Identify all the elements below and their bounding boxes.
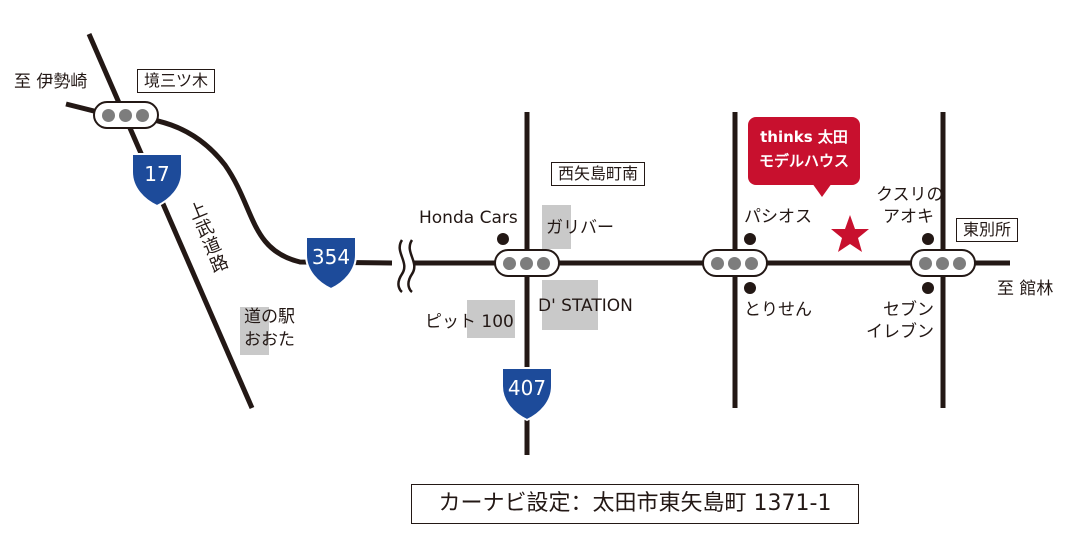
traffic-signal-icon xyxy=(702,249,768,277)
route-407-shield-icon: 407 xyxy=(498,364,556,422)
intersection-nishiyajima-cho-minami: 西矢島町南 xyxy=(551,162,646,186)
michinoeki-ota-block xyxy=(240,307,269,355)
pasio-label: パシオス xyxy=(744,207,812,227)
gulliver-label: ガリバー xyxy=(546,218,614,238)
destination-star-icon xyxy=(831,215,869,252)
landmark-dot xyxy=(744,282,756,294)
seven-label: セブン xyxy=(883,300,934,320)
direction-tatebayashi: 至 館林 xyxy=(997,279,1054,299)
callout-pointer xyxy=(812,183,832,197)
route-354-shield-icon: 354 xyxy=(302,233,360,291)
traffic-signal-icon xyxy=(910,249,976,277)
aoki-label: アオキ xyxy=(883,207,934,227)
d-station-label: D' STATION xyxy=(538,296,633,316)
road-break-mark xyxy=(397,239,416,293)
landmark-dot xyxy=(744,233,756,245)
traffic-signal-icon xyxy=(93,101,159,129)
route-17-road xyxy=(86,33,255,409)
pit100-label: ピット 100 xyxy=(425,312,514,332)
route-17-number: 17 xyxy=(144,162,170,186)
d-station-block xyxy=(542,280,598,330)
route-17-shield-icon: 17 xyxy=(128,150,186,208)
michinoeki-label: 道の駅 xyxy=(244,307,295,327)
intersection-higashi-bessho: 東別所 xyxy=(956,218,1019,242)
car-navigation-setting: カーナビ設定：太田市東矢島町 1371-1 xyxy=(411,484,859,524)
kusuri-label: クスリの xyxy=(876,185,944,205)
landmark-dot xyxy=(922,282,934,294)
landmark-dot xyxy=(497,233,509,245)
direction-isesaki: 至 伊勢崎 xyxy=(14,72,88,92)
route-407-number: 407 xyxy=(507,376,547,400)
pit100-block xyxy=(467,300,515,338)
traffic-signal-icon xyxy=(494,249,560,277)
gulliver-block xyxy=(542,205,571,249)
destination-name-line1: thinks 太田 xyxy=(760,128,848,146)
intersection-sakai-mitsuki: 境三ツ木 xyxy=(137,69,216,93)
honda-cars-label: Honda Cars xyxy=(419,208,518,228)
route-354-number: 354 xyxy=(311,245,351,269)
landmark-dot xyxy=(922,233,934,245)
torisen-label: とりせん xyxy=(744,300,812,320)
destination-name-line2: モデルハウス xyxy=(758,152,849,170)
destination-callout: thinks 太田 モデルハウス xyxy=(748,117,860,185)
ota-label: おおた xyxy=(244,330,295,350)
eleven-label: イレブン xyxy=(866,322,934,342)
